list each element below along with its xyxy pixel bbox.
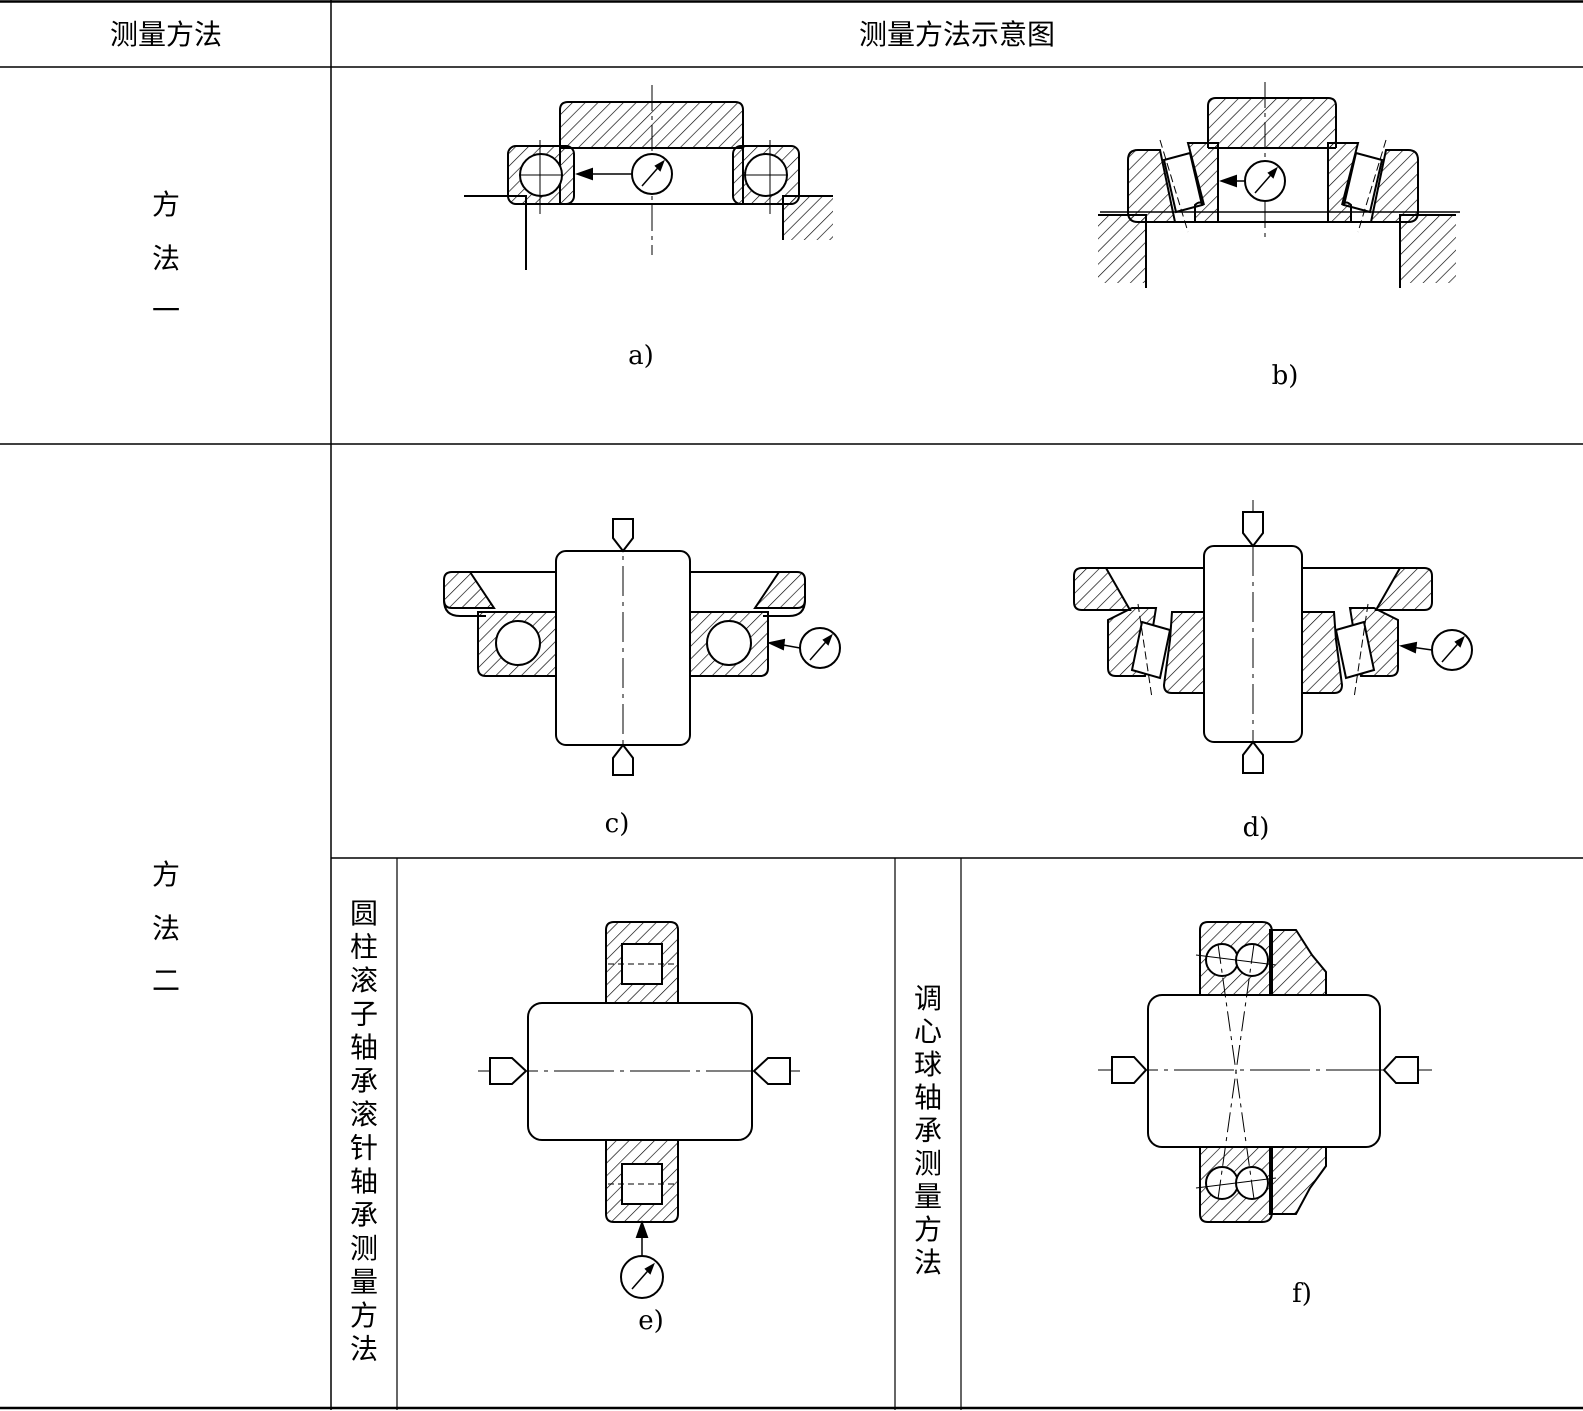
caption-e: e) <box>638 1306 664 1336</box>
figure-f <box>1098 921 1432 1223</box>
figure-a <box>464 85 833 270</box>
method-one-label: 方 法 一 <box>152 188 180 327</box>
caption-f: f) <box>1292 1279 1312 1309</box>
side-label-char: 轴 <box>350 1031 378 1064</box>
side-label-char: 测 <box>914 1147 942 1180</box>
side-label-char: 圆 <box>350 897 378 930</box>
side-label-char: 承 <box>350 1065 378 1098</box>
caption-c: c) <box>605 809 630 839</box>
caption-b: b) <box>1272 361 1299 391</box>
figure-e <box>478 921 800 1299</box>
side-label-char: 测 <box>350 1232 378 1265</box>
side-label-char: 轴 <box>350 1165 378 1198</box>
side-label-char: 滚 <box>350 964 378 997</box>
side-label-char: 法 <box>350 1333 378 1366</box>
side-label-char: 调 <box>914 982 942 1015</box>
side-label-char: 滚 <box>350 1098 378 1131</box>
method-two-char: 法 <box>152 912 180 945</box>
method-one-char: 法 <box>152 242 180 275</box>
figure-b <box>1098 82 1460 288</box>
side-label-char: 承 <box>914 1114 942 1147</box>
side-label-char: 承 <box>350 1199 378 1232</box>
side-label-char: 方 <box>914 1213 942 1246</box>
side-label-char: 心 <box>914 1015 942 1048</box>
method-one-char: 一 <box>152 294 180 327</box>
header-diagram: 测量方法示意图 <box>859 18 1055 51</box>
caption-d: d) <box>1243 813 1270 843</box>
method-two-label: 方 法 二 <box>152 858 180 997</box>
side-label-char: 法 <box>914 1246 942 1279</box>
side-label-char: 轴 <box>914 1081 942 1114</box>
method-one-char: 方 <box>152 188 180 221</box>
side-label-char: 量 <box>350 1266 378 1299</box>
header-method: 测量方法 <box>110 18 222 51</box>
side-label-char: 方 <box>350 1299 378 1332</box>
figure-d <box>1073 500 1473 774</box>
side-label-char: 子 <box>350 998 378 1031</box>
side-label-char: 量 <box>914 1180 942 1213</box>
method-two-char: 二 <box>152 964 180 997</box>
side-label-char: 针 <box>350 1132 378 1165</box>
side-label-char: 球 <box>914 1048 942 1081</box>
caption-a: a) <box>628 341 654 371</box>
method-two-char: 方 <box>152 858 180 891</box>
side-label-char: 柱 <box>350 931 378 964</box>
figure-c <box>443 518 841 776</box>
